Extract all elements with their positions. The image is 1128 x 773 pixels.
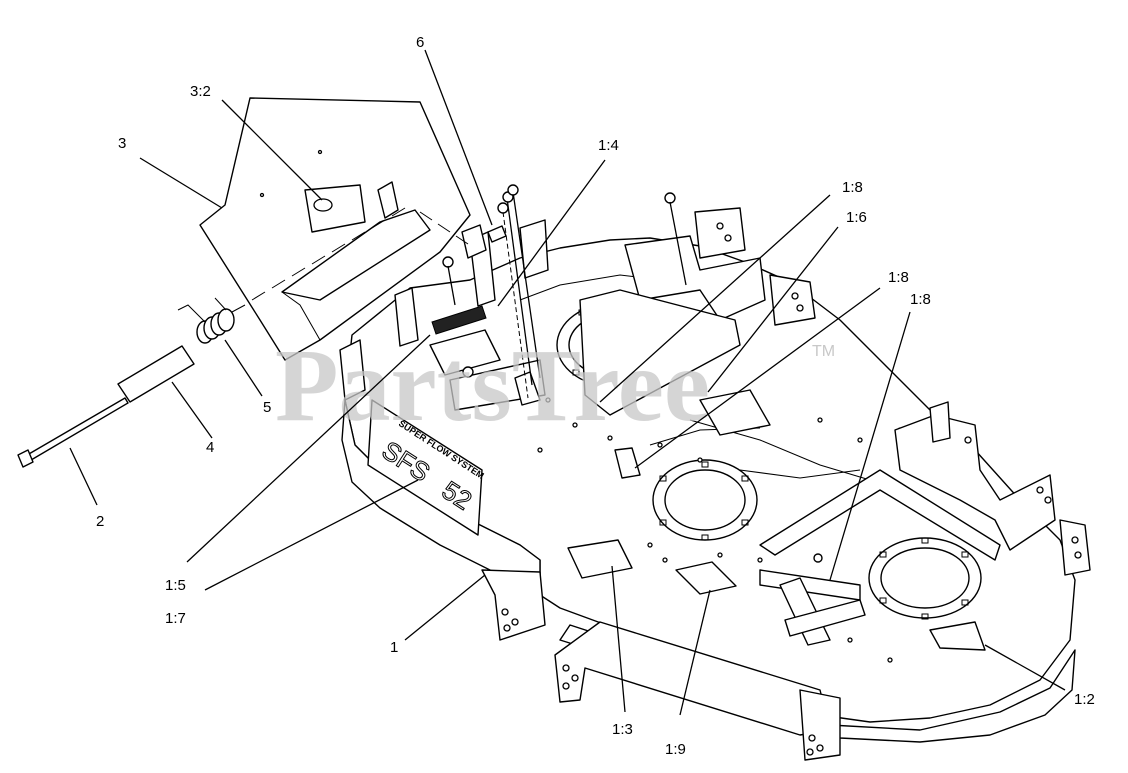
decal-1-5: [431, 305, 487, 335]
callout-3-2: 3:2: [190, 83, 211, 100]
decal-1-9: [675, 561, 737, 595]
decal-1-8b: [614, 447, 641, 479]
decal-1-4: [429, 329, 501, 376]
callout-3: 3: [118, 135, 126, 152]
callout-1-2: 1:2: [1074, 691, 1095, 708]
callout-1-9: 1:9: [665, 741, 686, 758]
callout-1-6: 1:6: [846, 209, 867, 226]
decal-1-3: [567, 539, 633, 579]
decal-1-2: [929, 621, 986, 651]
lift-bar: [759, 569, 866, 646]
callout-1-8-a: 1:8: [842, 179, 863, 196]
callout-1-8-c: 1:8: [910, 291, 931, 308]
hinge-rod-assembly: [17, 207, 469, 468]
callout-1-7: 1:7: [165, 610, 186, 627]
callout-5: 5: [263, 399, 271, 416]
rear-bracket: [759, 401, 1091, 576]
callout-6: 6: [416, 34, 424, 51]
torsion-spring: [177, 297, 235, 344]
callout-4: 4: [206, 439, 214, 456]
callout-1-4: 1:4: [598, 137, 619, 154]
leader-lines: [69, 49, 1066, 716]
spacer-tube: [117, 345, 195, 403]
bolts: [442, 184, 823, 563]
hinge-rod: [21, 397, 129, 464]
callout-2: 2: [96, 513, 104, 530]
callout-1-5: 1:5: [165, 577, 186, 594]
spindle-opening-right: [868, 537, 982, 620]
sfs-decal: [367, 399, 483, 536]
callout-1-8-b: 1:8: [888, 269, 909, 286]
callout-labels: 6 3:2 3 1:4 1:8 1:6 1:8 1:8 5 4 2 1:5 1:…: [96, 34, 1095, 758]
callout-1: 1: [390, 639, 398, 656]
callout-1-3: 1:3: [612, 721, 633, 738]
watermark: PartsTree: [275, 328, 710, 443]
decal-1-6: [699, 389, 771, 436]
spindle-opening-center: [652, 459, 758, 541]
watermark-trademark: TM: [812, 343, 835, 360]
discharge-chute: [199, 97, 487, 361]
chute-decal-3-2: [304, 184, 366, 233]
